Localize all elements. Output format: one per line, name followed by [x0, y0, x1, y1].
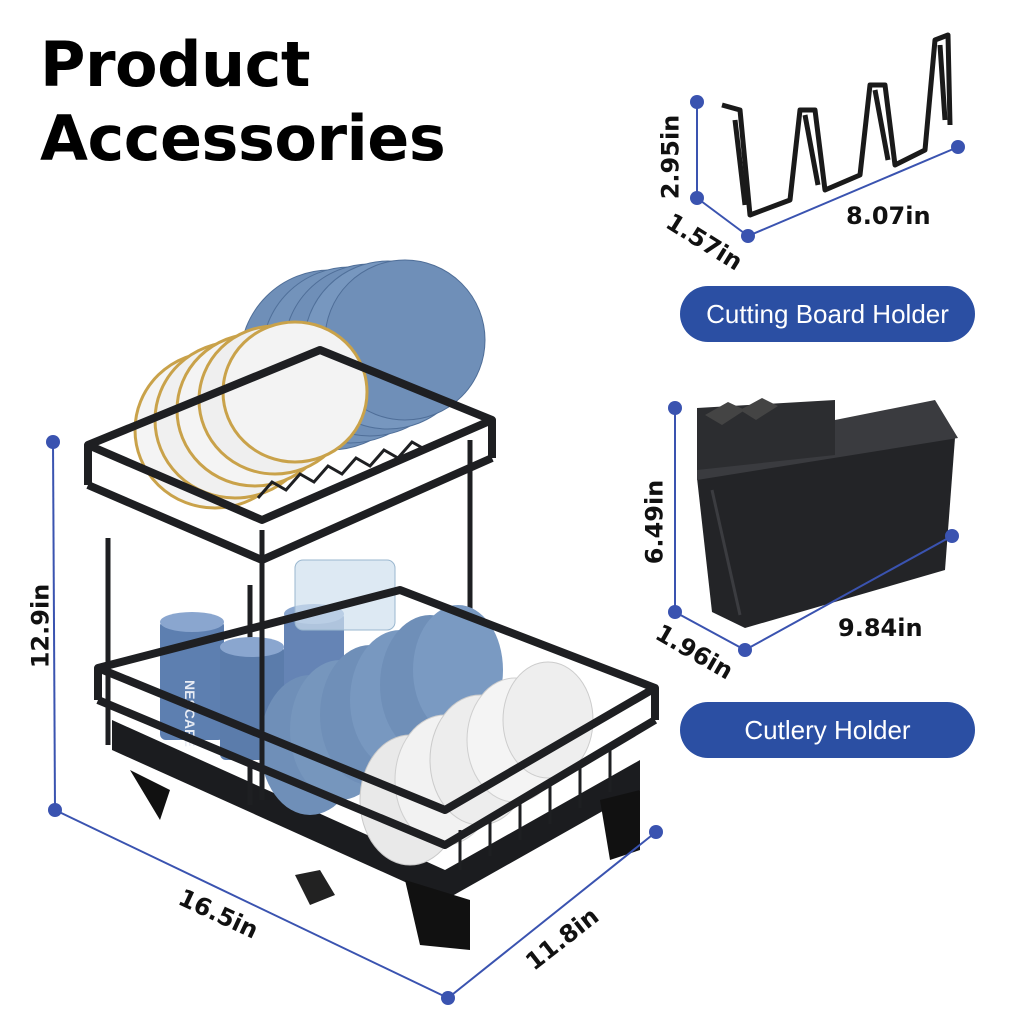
tray-leg-left [130, 770, 170, 820]
cutlery-dimension-lines [674, 408, 953, 651]
cutlery-holder-illustration [697, 398, 958, 628]
upper-shelf [84, 346, 496, 564]
title-line-accessories: Accessories [40, 102, 446, 175]
title-line-product: Product [40, 28, 311, 101]
cutlery-width-label: 9.84in [838, 614, 923, 642]
tray-front-leg [405, 880, 470, 950]
cutting-board-width-label: 8.07in [846, 202, 931, 230]
mug-print: NESCAFE [182, 680, 198, 747]
cutlery-dimension-dots [668, 401, 959, 657]
page-title: Product Accessories [40, 28, 446, 176]
cutting-board-dimension-lines [696, 102, 959, 237]
upper-plate-dividers [256, 440, 427, 499]
rack-dimension-dots [46, 435, 663, 1005]
drip-tray [112, 720, 640, 900]
cutting-board-dimension-dots [690, 95, 965, 243]
cutting-board-height-label: 2.95in [656, 114, 685, 200]
cutlery-height-label: 6.49in [640, 479, 669, 565]
tray-right-leg [600, 790, 640, 860]
rack-height-label: 12.9in [26, 583, 55, 669]
lower-white-plates [359, 661, 594, 866]
cutting-board-holder-illustration [721, 32, 953, 218]
drain-spout [295, 870, 335, 905]
lower-basket [94, 586, 659, 849]
cutlery-holder-label: Cutlery Holder [680, 702, 975, 758]
cutting-board-holder-label: Cutting Board Holder [680, 286, 975, 342]
rack-dimension-lines [52, 441, 657, 999]
